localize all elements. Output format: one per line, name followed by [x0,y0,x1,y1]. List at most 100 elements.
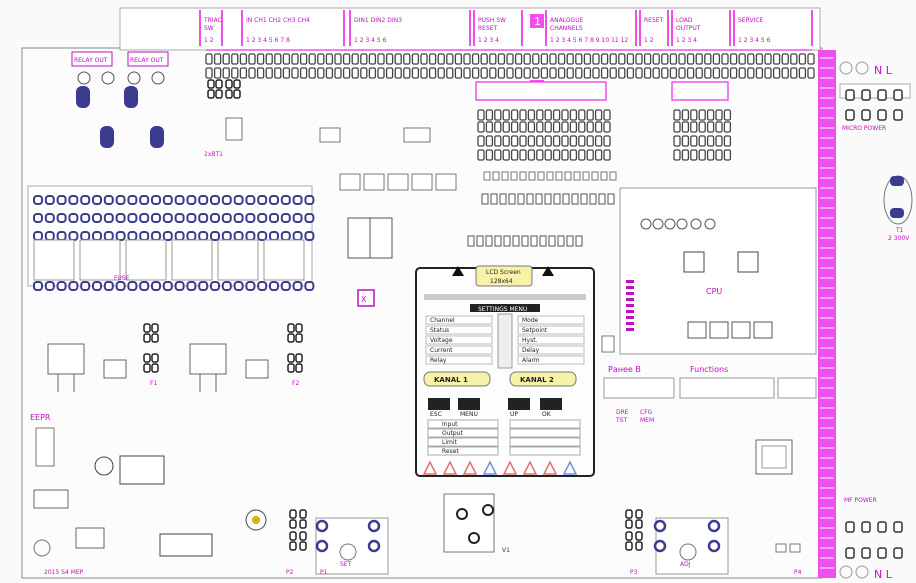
bank-pin [552,149,561,161]
relay-contact [174,213,185,223]
connector-label: RESET [644,17,664,24]
bank-pin [578,149,586,161]
panel-grid-row [427,446,499,456]
jumper-pin [295,333,303,343]
header-pin [592,53,600,65]
jumper-pin [287,363,295,373]
status-led [442,460,458,475]
panel-grid-label: Output [442,430,463,437]
panel-right-row: Mode [522,317,539,324]
jumper-pin [233,89,241,99]
header-pin [721,53,729,65]
header-pin [411,67,420,79]
header-pin [282,67,291,79]
bank-pin [578,121,586,133]
bank-pin [723,109,732,121]
bank-pin [723,121,732,133]
header-pin [317,67,325,79]
relay-contact [103,281,114,291]
resistor [499,193,507,205]
relay-contact [257,281,268,291]
bank-pin [527,135,536,147]
resistor [530,235,538,247]
header-pin [248,67,256,79]
label-p3: P3 [630,569,638,576]
cpu-pin-mark [626,316,634,319]
resistor [553,193,561,205]
header-pin [497,67,506,79]
relay-contact [115,281,126,291]
relay-contact [68,213,79,223]
terminal-pin [845,547,855,559]
header-pin [489,67,497,79]
bank-pin [673,149,681,161]
status-led [562,460,578,475]
connector-sublabel: SW [204,25,214,32]
header-pin [790,53,798,65]
header-pin [747,53,755,65]
header-pin [618,53,626,65]
bank-pin [594,121,603,133]
jumper-pin [295,323,303,333]
label-bottom-ref: 2015 S4 MEP [44,569,84,576]
relay-contact [304,195,315,205]
resistor [503,235,511,247]
relay-contact [151,281,161,291]
bottom-pin [289,541,297,551]
relay-contact [280,195,291,205]
panel-left-row: Current [430,347,453,354]
capacitor [501,171,509,181]
panel-left-row: Relay [430,357,447,364]
header-pin [669,67,678,79]
cpu-pin-mark [626,310,634,313]
capacitor [519,171,527,181]
cpu-pin-mark [626,292,634,295]
resistor [598,193,606,205]
jumper-pin [143,333,151,343]
relay-contact [127,281,138,291]
panel-right-row: Hyst. [522,337,538,344]
capacitor [582,171,590,181]
cpu-pad [652,218,664,230]
relay-contact [44,195,55,205]
relay-contact [92,281,102,291]
inductor-block [119,455,165,485]
header-pin [747,67,755,79]
header-pin [798,67,807,79]
panel-key-label: MENU [460,411,478,418]
bank-pin [527,149,536,161]
relay-contact [292,231,303,241]
resistor [575,235,583,247]
header-pin [342,53,351,65]
panel-key [508,398,530,410]
bank-pin [536,149,544,161]
relay-contact [115,195,126,205]
panel-grid-row [509,419,581,429]
eeprom-chip [35,427,55,467]
capacitor [564,171,572,181]
bank-pin [594,135,603,147]
bank-pin [690,135,698,147]
relay-contact [257,231,268,241]
bank-label-box [475,81,607,101]
bank-pin [715,121,723,133]
relay-array [27,185,315,291]
header-pin [635,67,643,79]
bank-pin [603,149,611,161]
bank-pin [544,149,552,161]
resistor [481,193,489,205]
connector-pin-numbers: 1 2 [204,37,214,44]
header-pin [764,53,772,65]
terminal-pin [861,109,871,121]
panel-row-box [517,335,585,345]
header-pin [523,67,531,79]
bank-pin [673,121,681,133]
resistor [607,193,615,205]
bank-pin [477,109,485,121]
header-pin [368,53,377,65]
header-pin [471,53,480,65]
relay-body [79,239,121,281]
capacitor [546,171,554,181]
